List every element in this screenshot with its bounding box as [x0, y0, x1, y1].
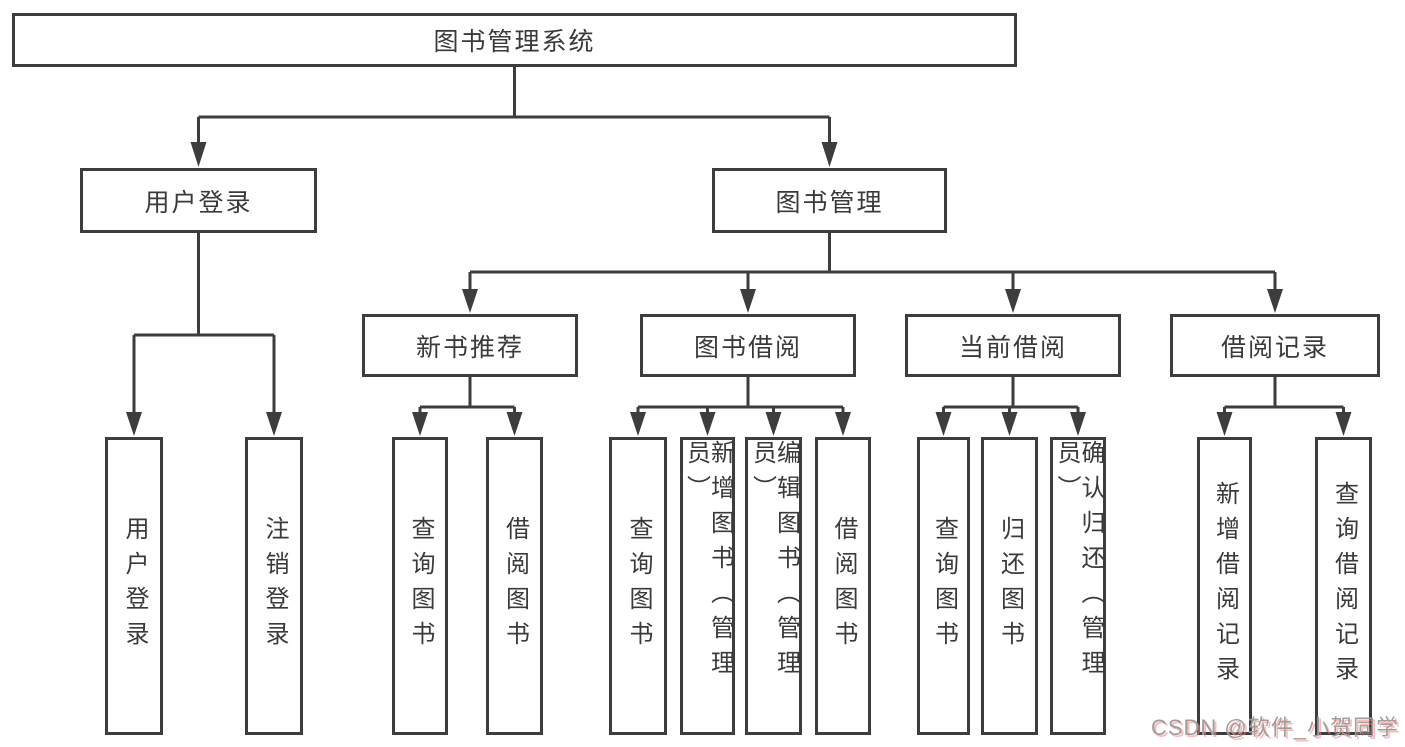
connector-records [1223, 377, 1345, 413]
node-user-login-group-label: 用户登录 [144, 188, 253, 217]
leaf-edit-books-admin: 编辑图书（管理员） [745, 437, 802, 735]
leaf-user-login-label: 用户登录 [121, 516, 148, 656]
leaf-confirm-return-admin-label: 确认归还（管理员） [1053, 440, 1104, 685]
leaf-query-books-3: 查询图书 [917, 437, 970, 735]
leaf-return-books: 归还图书 [981, 437, 1038, 735]
node-borrowing-records-label: 借阅记录 [1220, 333, 1329, 362]
node-book-borrowing-label: 图书借阅 [693, 333, 802, 362]
node-borrowing-records: 借阅记录 [1170, 314, 1380, 377]
leaf-query-borrow-record-label: 查询借阅记录 [1330, 481, 1358, 691]
leaf-query-books-2: 查询图书 [609, 437, 667, 735]
node-root-label: 图书管理系统 [433, 28, 596, 56]
leaf-confirm-return-admin: 确认归还（管理员） [1050, 437, 1106, 735]
leaf-return-books-label: 归还图书 [996, 516, 1024, 656]
connector-new-books [418, 377, 516, 413]
leaf-add-borrow-record: 新增借阅记录 [1197, 437, 1252, 735]
leaf-query-borrow-record: 查询借阅记录 [1315, 437, 1372, 735]
node-current-borrowing: 当前借阅 [905, 314, 1121, 377]
connector-user-login [132, 233, 276, 413]
node-book-management: 图书管理 [712, 168, 947, 233]
leaf-query-books-3-label: 查询图书 [930, 516, 958, 656]
connector-current [942, 377, 1080, 413]
node-book-borrowing: 图书借阅 [640, 314, 856, 377]
node-root: 图书管理系统 [12, 13, 1017, 67]
leaf-user-login: 用户登录 [105, 437, 163, 735]
leaf-add-borrow-record-label: 新增借阅记录 [1211, 481, 1239, 691]
leaf-borrow-books-1-label: 借阅图书 [501, 516, 529, 656]
leaf-query-books-2-label: 查询图书 [625, 516, 652, 656]
connector-book-mgmt [468, 233, 1277, 290]
node-book-management-label: 图书管理 [775, 188, 884, 217]
connector-root [197, 67, 831, 144]
node-current-borrowing-label: 当前借阅 [958, 333, 1067, 362]
leaf-add-books-admin-label: 新增图书（管理员） [682, 440, 734, 685]
leaf-query-books-1: 查询图书 [392, 437, 448, 735]
leaf-borrow-books-1: 借阅图书 [486, 437, 543, 735]
leaf-edit-books-admin-label: 编辑图书（管理员） [748, 440, 800, 685]
leaf-query-books-1-label: 查询图书 [407, 516, 434, 656]
leaf-borrow-books-2-label: 借阅图书 [830, 516, 857, 656]
watermark-text: CSDN @软件_小贺同学 [1150, 715, 1399, 740]
leaf-logout: 注销登录 [245, 437, 303, 735]
leaf-add-books-admin: 新增图书（管理员） [680, 437, 735, 735]
connector-borrowing [636, 377, 845, 413]
leaf-borrow-books-2: 借阅图书 [815, 437, 871, 735]
node-new-book-recommend-label: 新书推荐 [415, 333, 524, 362]
node-user-login-group: 用户登录 [80, 168, 317, 233]
node-new-book-recommend: 新书推荐 [362, 314, 578, 377]
leaf-logout-label: 注销登录 [261, 516, 288, 656]
